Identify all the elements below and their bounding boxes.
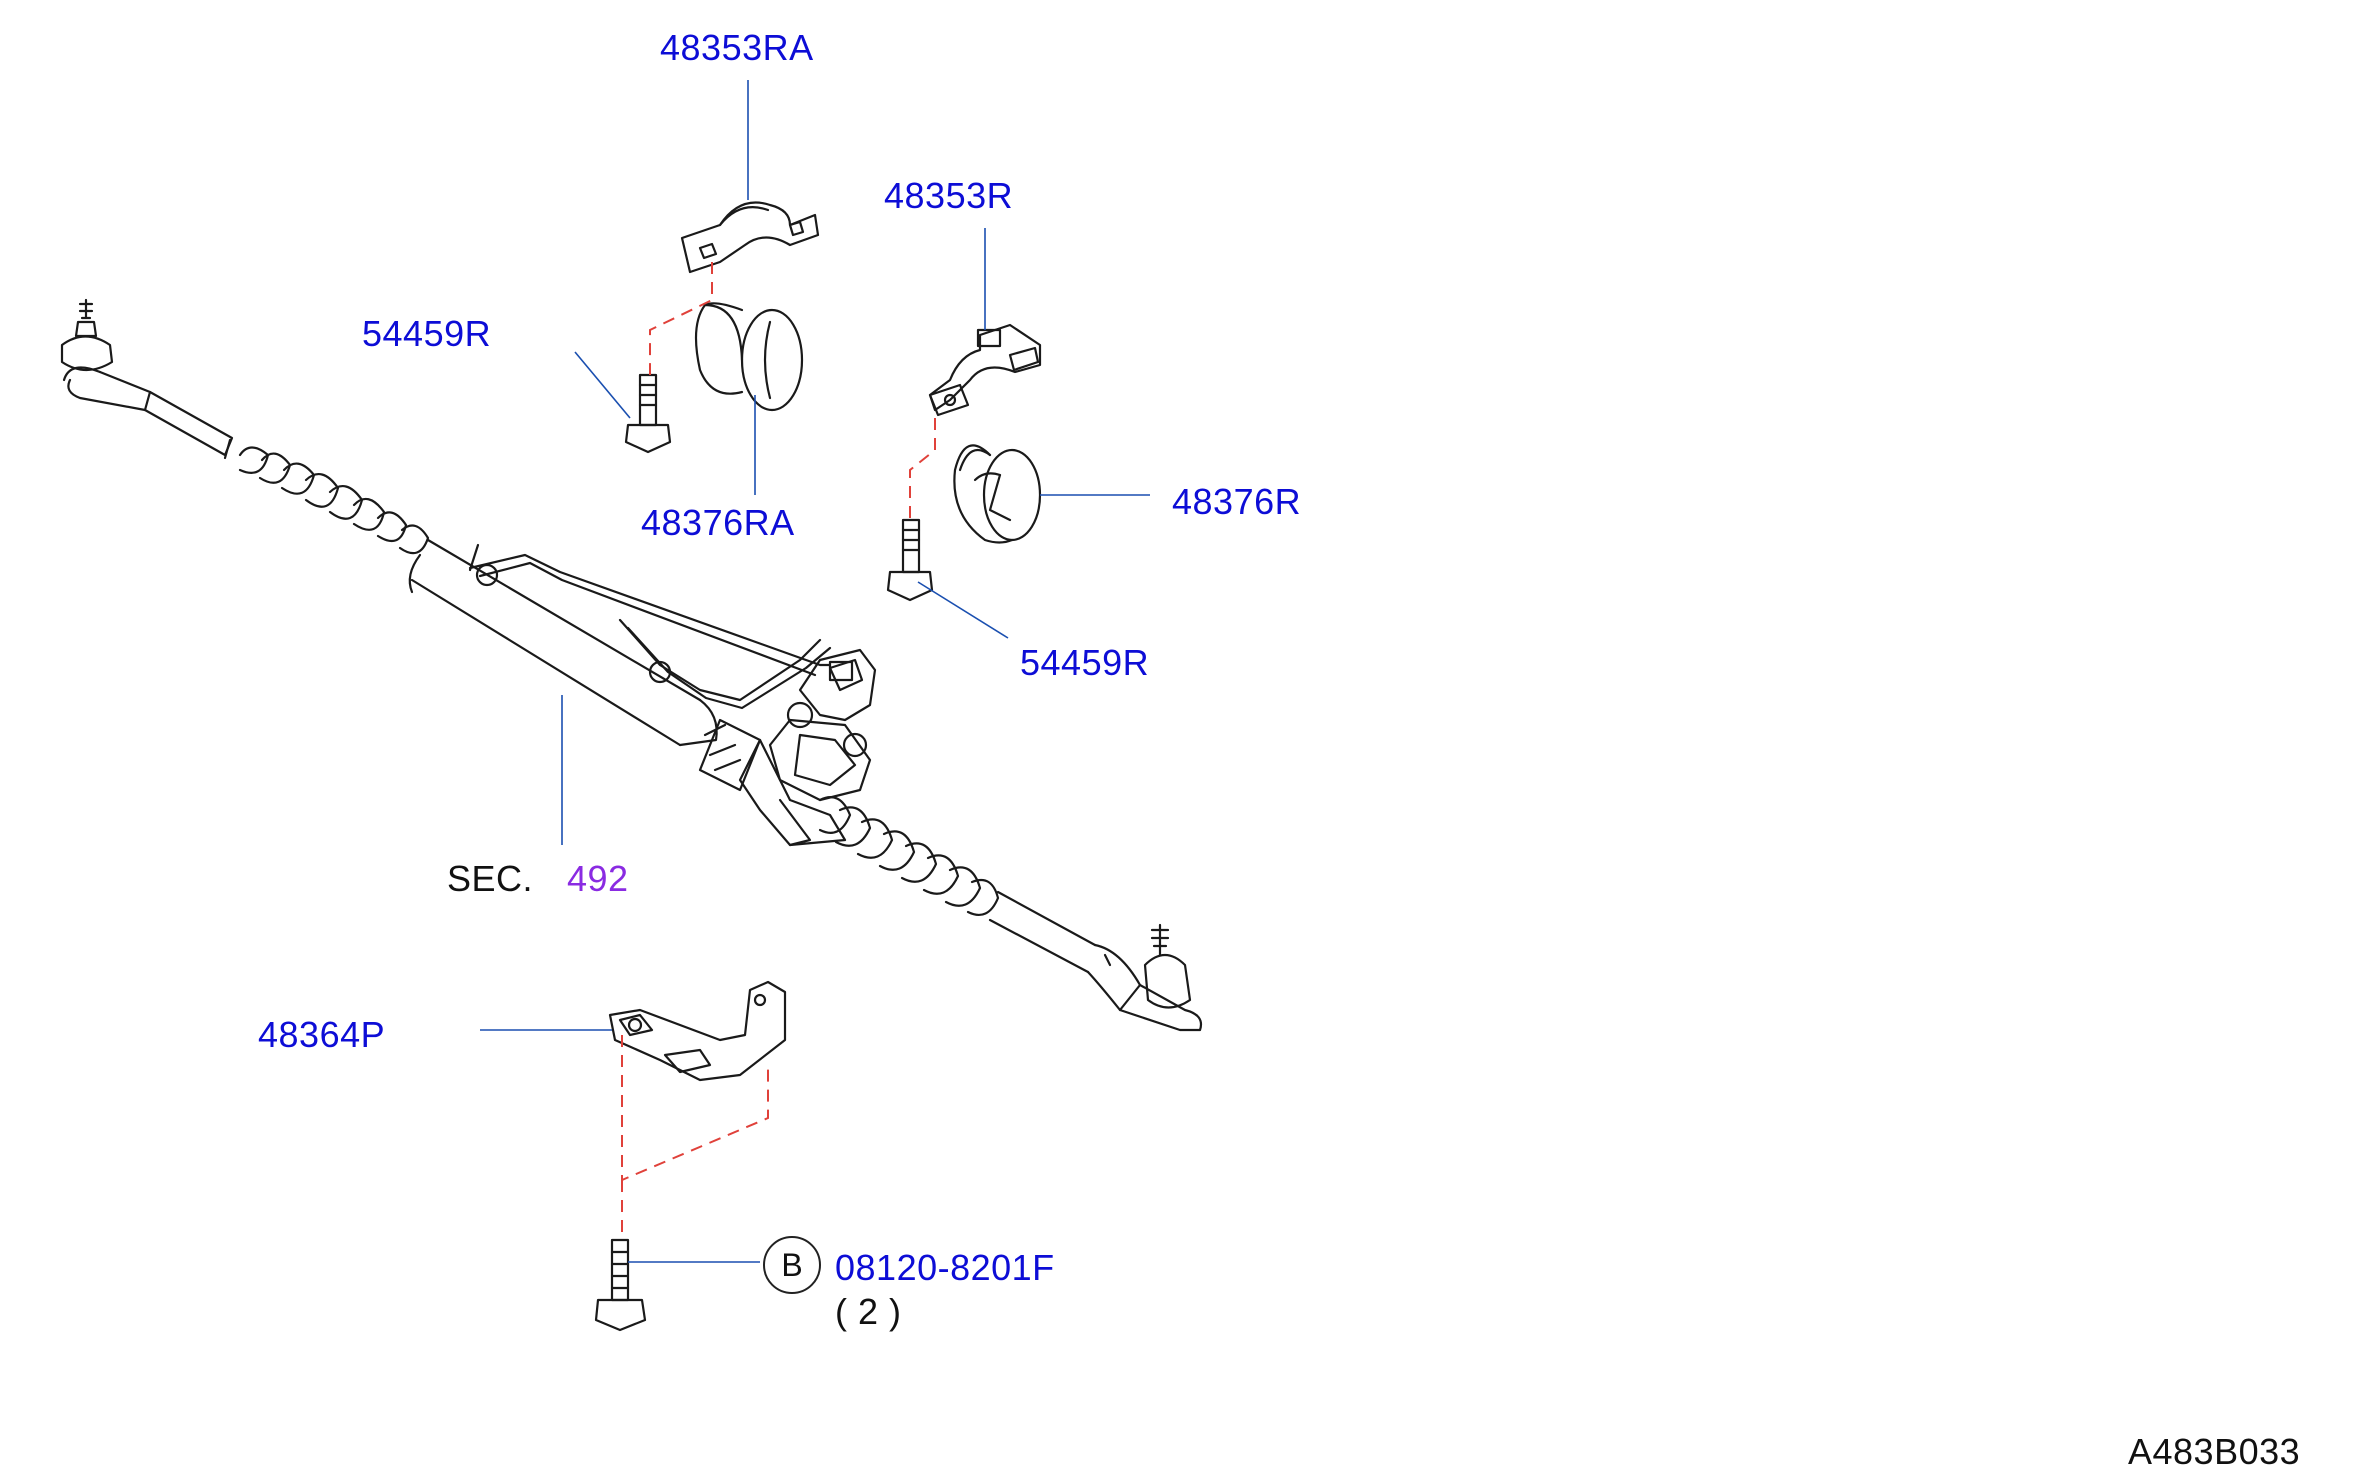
bolt-marker-circle: B	[763, 1236, 821, 1294]
left-boot	[223, 438, 430, 555]
bracket-48353RA	[680, 201, 820, 274]
label-48376R: 48376R	[1172, 481, 1302, 522]
pinion-housing	[698, 648, 877, 847]
hydraulic-lines	[468, 553, 832, 710]
section-reference-492[interactable]: 492	[567, 858, 629, 899]
bolt-54459R-a	[624, 373, 672, 454]
label-48353RA: 48353RA	[660, 27, 814, 68]
right-tie-rod-end	[988, 890, 1203, 1032]
right-boot	[818, 796, 1000, 916]
label-48376RA: 48376RA	[641, 502, 795, 543]
label-08120-8201F: 08120-8201F	[835, 1247, 1055, 1288]
section-prefix: SEC.	[447, 858, 534, 899]
label-48364P: 48364P	[258, 1014, 386, 1055]
rack-housing	[408, 538, 718, 747]
drawing-id: A483B033	[2128, 1431, 2301, 1472]
label-54459R-lower: 54459R	[1020, 642, 1150, 683]
steering-rack	[60, 298, 1203, 1032]
leader-lines	[480, 80, 1150, 1263]
bolt-54459R-b	[886, 518, 934, 602]
bracket-48364P	[608, 980, 787, 1082]
label-54459R-upper: 54459R	[362, 313, 492, 354]
label-48353R: 48353R	[884, 175, 1014, 216]
bracket-48353R	[928, 323, 1042, 417]
bushing-48376RA	[694, 302, 804, 412]
bushing-48376R	[953, 444, 1042, 544]
left-tie-rod-end	[60, 298, 234, 457]
bolt-08120-8201F	[594, 1238, 647, 1332]
phantom-lines	[621, 262, 936, 1240]
quantity-label: ( 2 )	[835, 1291, 902, 1332]
